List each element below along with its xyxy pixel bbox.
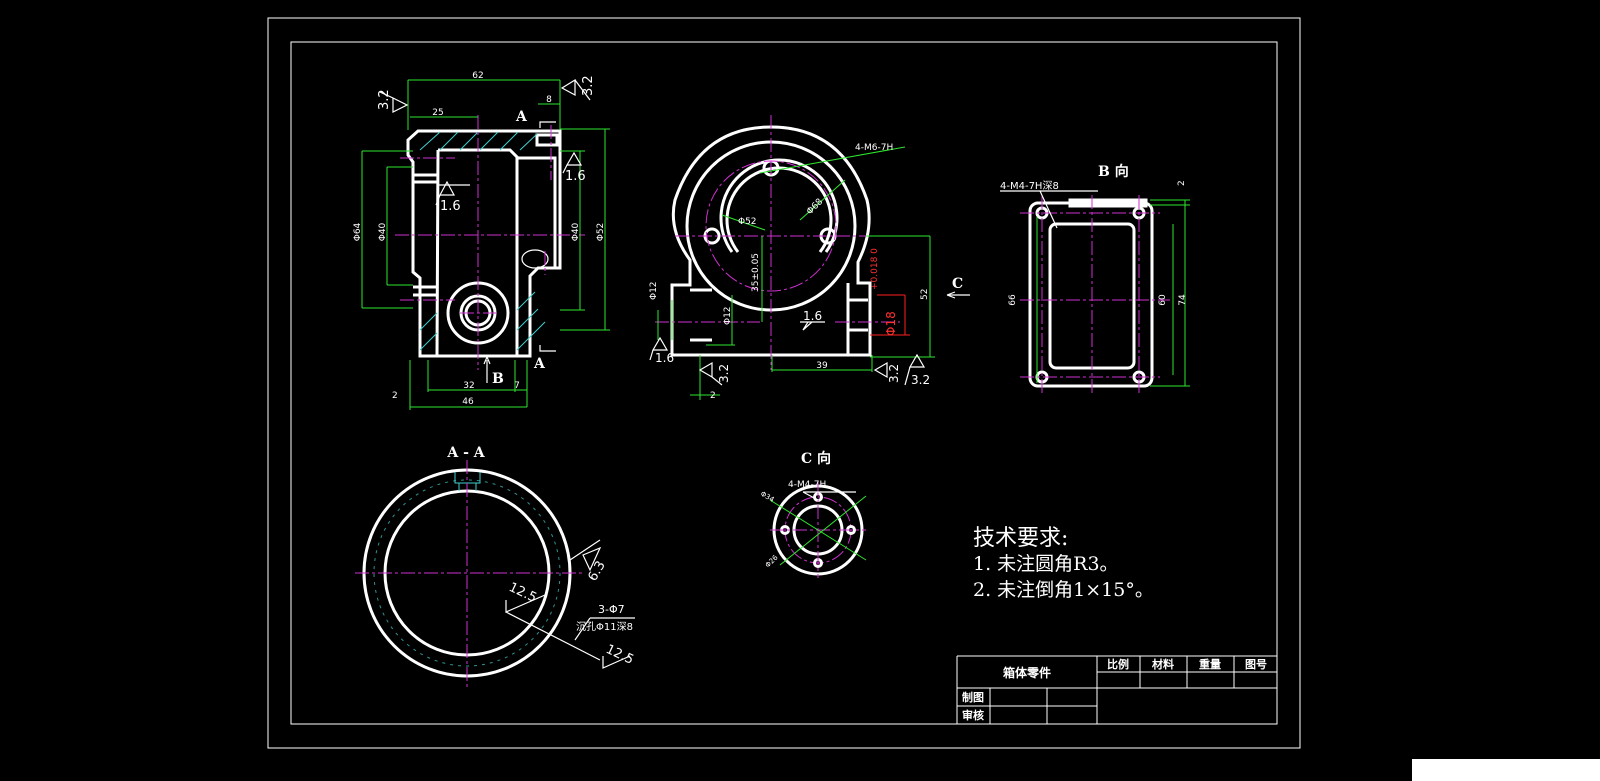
callout-4-m6-7h: 4-M6-7H bbox=[855, 143, 893, 153]
hole-note-qty: 3-Φ7 bbox=[598, 603, 625, 616]
dim-phi52: Φ52 bbox=[596, 223, 606, 242]
b-view-callout: 4-M4-7H深8 bbox=[1000, 180, 1059, 192]
title-block: 箱体零件 比例 材料 重量 图号 制图 审核 bbox=[956, 655, 1277, 724]
note-item-1: 1. 未注圆角R3。 bbox=[973, 553, 1119, 575]
section-a-a-title: A - A bbox=[446, 445, 485, 461]
row-drawn-by: 制图 bbox=[962, 690, 984, 704]
dim-62: 62 bbox=[472, 71, 483, 81]
header-weight: 重量 bbox=[1199, 657, 1221, 671]
roughness-3.2-b: 3.2 bbox=[887, 364, 901, 383]
dim-phi12-inner: Φ12 bbox=[723, 306, 733, 325]
dim-phi18-tolerance: +0.018 0 bbox=[870, 248, 880, 290]
dim-7: 7 bbox=[514, 381, 520, 391]
dim-2: 2 bbox=[1177, 180, 1187, 186]
header-drawing-no: 图号 bbox=[1245, 658, 1267, 671]
c-view-title: C 向 bbox=[801, 450, 831, 467]
dim-2: 2 bbox=[710, 391, 716, 401]
dim-32: 32 bbox=[463, 381, 474, 391]
side-view[interactable]: Φ18 +0.018 0 4-M6-7H Φ52 Φ68 35±0.05 Φ12… bbox=[649, 115, 970, 401]
roughness-12.5-a: 12.5 bbox=[506, 580, 539, 606]
dim-25: 25 bbox=[432, 108, 443, 118]
row-checked-by: 审核 bbox=[962, 708, 984, 722]
dim-74: 74 bbox=[1178, 294, 1188, 306]
section-marker-a-top: A bbox=[515, 109, 528, 125]
dim-phi18: Φ18 bbox=[884, 311, 898, 336]
b-view[interactable]: B 向 4-M4-7H深8 66 60 74 2 bbox=[1000, 163, 1190, 395]
c-view[interactable]: C 向 4-M4-7H Φ34 Φ26 bbox=[759, 450, 867, 578]
notes-heading: 技术要求: bbox=[973, 526, 1068, 551]
roughness-12.5-b: 12.5 bbox=[603, 642, 636, 668]
technical-requirements: 技术要求: 1. 未注圆角R3。 2. 未注倒角1×15°。 bbox=[973, 526, 1154, 601]
roughness-3.2-c: 3.2 bbox=[911, 373, 930, 387]
dim-phi12-left: Φ12 bbox=[649, 281, 659, 300]
roughness-1.6-right: 1.6 bbox=[565, 169, 586, 184]
dim-46: 46 bbox=[462, 397, 474, 407]
section-a-a[interactable]: A - A 6.3 12.5 12.5 3-Φ7 沉孔Φ11深8 bbox=[355, 445, 636, 690]
roughness-1.6-center: 1.6 bbox=[803, 309, 822, 323]
roughness-3.2-a: 3.2 bbox=[717, 364, 731, 383]
outer-frame bbox=[267, 17, 1301, 749]
status-strip bbox=[1412, 759, 1600, 781]
dim-2: 2 bbox=[392, 391, 398, 401]
view-marker-c: C bbox=[952, 276, 963, 292]
dim-phi40-left: Φ40 bbox=[378, 222, 388, 241]
b-view-title: B 向 bbox=[1098, 163, 1129, 180]
roughness-3.2-right: 3.2 bbox=[581, 75, 596, 96]
view-marker-b: B bbox=[492, 371, 504, 387]
header-scale: 比例 bbox=[1107, 657, 1129, 671]
hole-note-counterbore: 沉孔Φ11深8 bbox=[576, 620, 633, 633]
dim-phi26: Φ26 bbox=[764, 553, 780, 569]
roughness-1.6-inner: 1.6 bbox=[440, 199, 461, 214]
dim-8: 8 bbox=[546, 95, 552, 105]
c-view-callout: 4-M4-7H bbox=[788, 480, 826, 490]
header-material: 材料 bbox=[1152, 657, 1174, 671]
part-name: 箱体零件 bbox=[1003, 665, 1051, 680]
dim-60: 60 bbox=[1158, 294, 1168, 306]
roughness-3.2-left: 3.2 bbox=[377, 89, 392, 110]
roughness-6.3: 6.3 bbox=[585, 559, 608, 584]
front-view[interactable]: 62 25 8 32 7 46 2 Φ64 Φ40 Φ40 Φ52 3.2 3.… bbox=[353, 71, 610, 410]
dim-52: 52 bbox=[920, 289, 930, 300]
dim-39: 39 bbox=[816, 361, 828, 371]
dim-phi40-right: Φ40 bbox=[571, 222, 581, 241]
dim-r52: Φ52 bbox=[738, 217, 757, 227]
section-marker-a-bottom: A bbox=[533, 356, 546, 372]
inner-frame bbox=[290, 41, 1278, 725]
dim-66: 66 bbox=[1008, 294, 1018, 306]
dim-phi64: Φ64 bbox=[353, 222, 363, 241]
note-item-2: 2. 未注倒角1×15°。 bbox=[973, 579, 1154, 601]
roughness-1.6-left: 1.6 bbox=[655, 351, 674, 365]
dim-35: 35±0.05 bbox=[751, 253, 761, 292]
